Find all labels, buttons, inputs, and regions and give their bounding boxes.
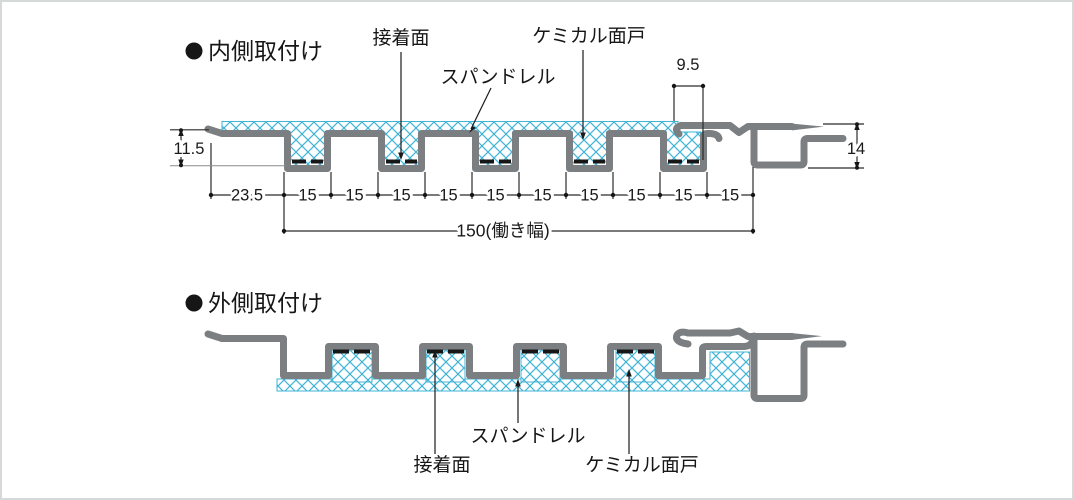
dim-edge-height: 11.5 <box>174 140 205 158</box>
bullet-icon <box>185 294 203 312</box>
spandrel-profile <box>204 125 723 172</box>
dim-pitch: 15 <box>345 187 363 205</box>
label-adhesive-surface: 接着面 <box>413 454 470 476</box>
outer-mount-heading: 外側取付け <box>208 290 323 316</box>
dim-pitch: 15 <box>627 187 645 205</box>
label-spandrel: スパンドレル <box>441 67 556 88</box>
label-chemical-filler: ケミカル面戸 <box>532 26 645 47</box>
adjacent-panel-tongue <box>673 327 796 348</box>
tongue-tapered-end <box>792 123 824 131</box>
dim-joint-width: 9.5 <box>677 56 700 74</box>
dim-pitch: 15 <box>439 187 457 205</box>
label-leaders <box>400 50 584 154</box>
adjacent-panel-tongue <box>672 122 796 138</box>
label-adhesive-surface: 接着面 <box>372 27 429 49</box>
dim-total-width: 150(働き幅) <box>456 221 549 241</box>
dim-pitch: 15 <box>486 187 504 205</box>
outer-mount-diagram: 外側取付け <box>185 290 847 476</box>
chemical-filler-hatch-ribs <box>331 349 656 383</box>
dim-pitch: 15 <box>533 187 551 205</box>
dim-pitch: 15 <box>392 187 410 205</box>
dim-pitch: 15 <box>298 187 316 205</box>
dim-pitch: 15 <box>580 187 598 205</box>
tongue-tapered-end <box>792 333 822 340</box>
inner-mount-diagram: 内側取付け <box>170 26 868 244</box>
dimension-ticks <box>178 83 860 234</box>
label-spandrel: スパンドレル <box>471 426 586 447</box>
adjacent-panel-channel <box>750 123 847 169</box>
spandrel-profile <box>204 330 756 379</box>
adjacent-panel-channel <box>750 332 847 402</box>
label-leaders <box>434 356 630 454</box>
bullet-icon <box>185 42 203 60</box>
chemical-filler-hatch <box>221 121 701 166</box>
dim-pitch: 15 <box>721 187 739 205</box>
label-chemical-filler: ケミカル面戸 <box>585 455 698 476</box>
leader-arrows <box>432 350 632 387</box>
dim-joint-depth: 14 <box>847 140 865 158</box>
dim-pitch: 15 <box>674 187 692 205</box>
dim-edge-offset: 23.5 <box>231 187 263 205</box>
leader-arrows <box>398 126 586 160</box>
inner-mount-heading: 内側取付け <box>208 38 323 64</box>
